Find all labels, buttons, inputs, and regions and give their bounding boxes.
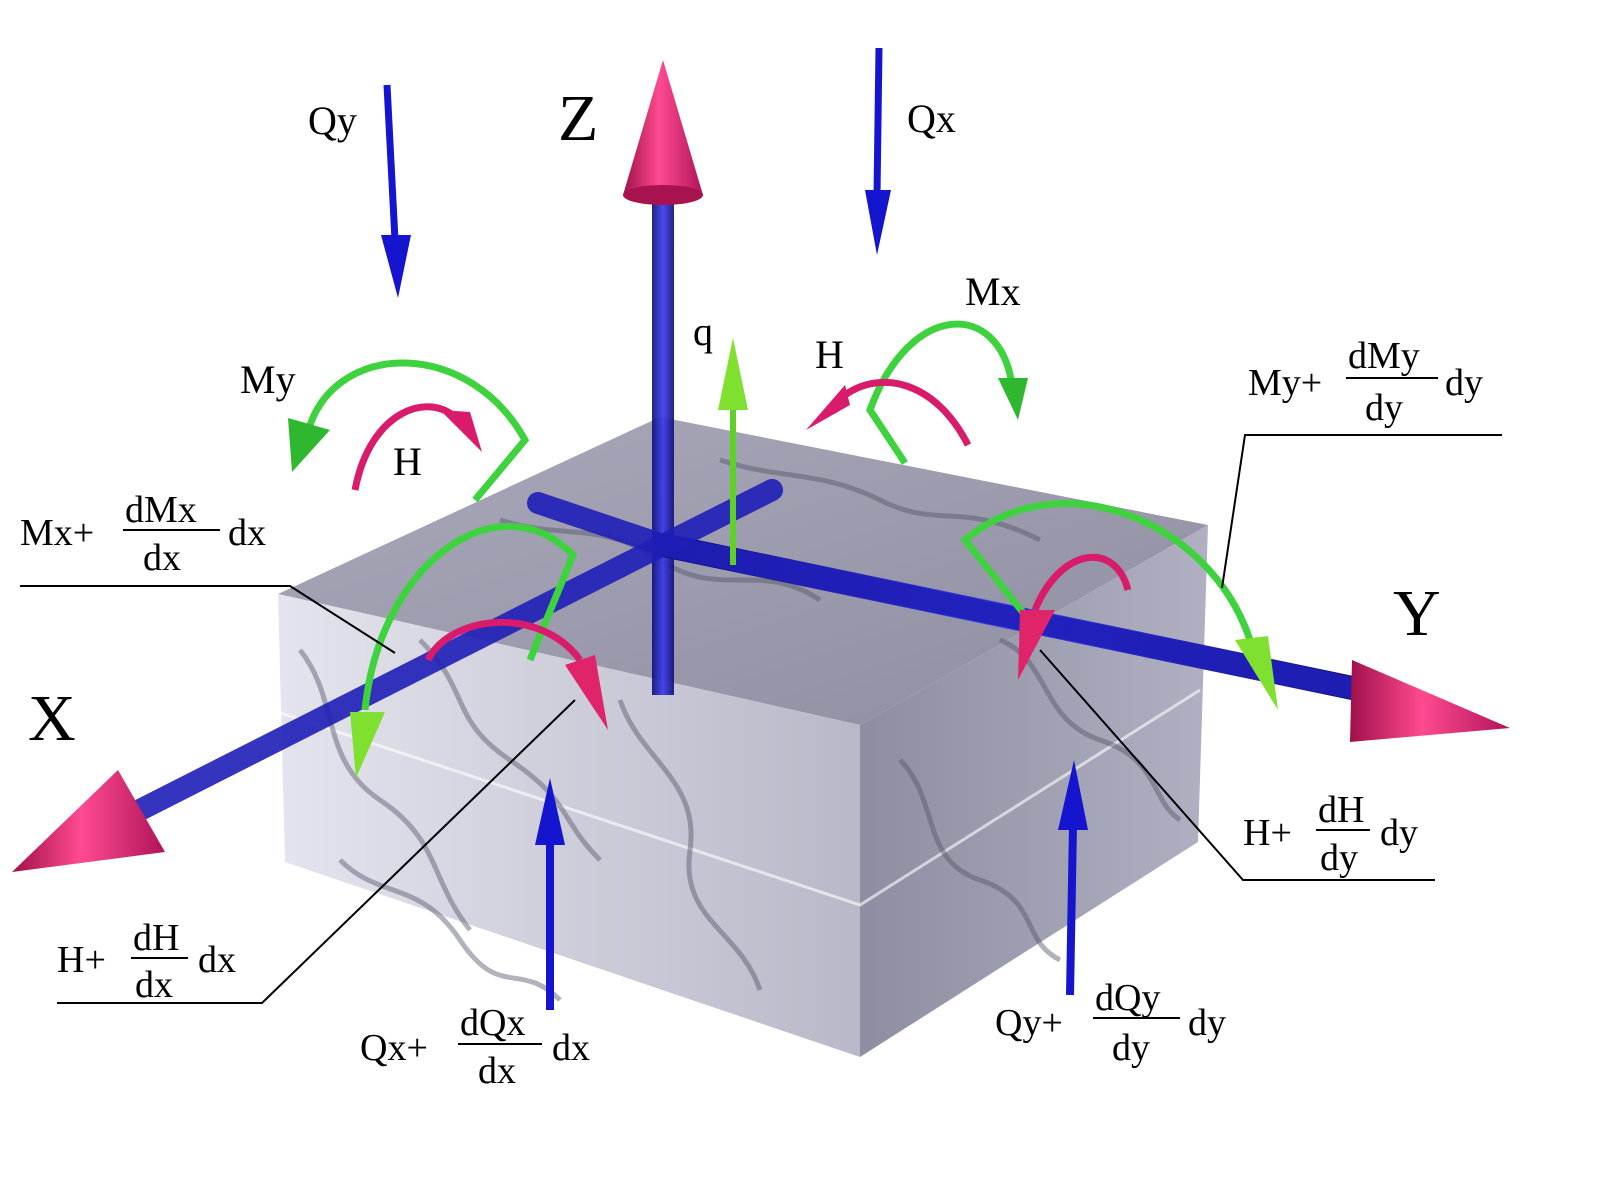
bending-moments bbox=[288, 320, 1278, 778]
expr-qy-dy-suffix: dy bbox=[1188, 1002, 1226, 1044]
expr-qy-dy-prefix: Qy+ bbox=[995, 1002, 1063, 1044]
expr-h-dy-denominator: dy bbox=[1320, 837, 1358, 879]
block-front-face bbox=[278, 594, 860, 1057]
y-axis-shaft-line bbox=[652, 534, 1373, 701]
h-twist-arrow-left bbox=[351, 403, 482, 491]
x-axis-shaft bbox=[119, 534, 674, 826]
axis-labels: Z Y X bbox=[28, 82, 1441, 755]
expr-mx-dx-numerator: dMx bbox=[125, 489, 197, 531]
z-axis-label: Z bbox=[558, 82, 598, 155]
y-axis-arrow-tip bbox=[1350, 660, 1510, 742]
expression-mx-dx: Mx+ dMx dx dx bbox=[20, 489, 266, 579]
qx-label: Qx bbox=[907, 96, 956, 141]
expr-qy-dy-numerator: dQy bbox=[1095, 977, 1160, 1019]
qy-arrow bbox=[381, 84, 411, 298]
expr-h-dy-prefix: H+ bbox=[1243, 812, 1292, 854]
my-moment-arrow bbox=[288, 359, 530, 503]
force-labels: Qy Qx q My Mx H H bbox=[240, 96, 1021, 484]
qy-label: Qy bbox=[308, 98, 357, 143]
expr-my-dy-prefix: My+ bbox=[1248, 362, 1322, 404]
expr-mx-dx-suffix: dx bbox=[228, 512, 266, 554]
z-axis-shaft bbox=[652, 195, 674, 695]
z-axis-cone-base bbox=[623, 185, 703, 205]
coordinate-axes bbox=[12, 60, 1510, 872]
z-axis-arrow-tip bbox=[623, 60, 703, 195]
h-dy-twist-arrow bbox=[1018, 553, 1132, 680]
qx-arrow bbox=[865, 47, 891, 255]
expr-mx-dx-prefix: Mx+ bbox=[20, 512, 94, 554]
expr-h-dx-prefix: H+ bbox=[57, 939, 106, 981]
expr-qx-dx-prefix: Qx+ bbox=[360, 1027, 428, 1069]
expr-my-dy-suffix: dy bbox=[1445, 362, 1483, 404]
leader-h-dx bbox=[57, 699, 576, 1004]
expr-h-dx-numerator: dH bbox=[133, 917, 179, 959]
my-dy-moment-arrow bbox=[960, 500, 1278, 710]
leader-lines bbox=[20, 434, 1502, 1004]
h-twist-arrow-right bbox=[806, 379, 972, 447]
qy-dy-arrow bbox=[1058, 760, 1088, 996]
h-label-right: H bbox=[815, 332, 844, 377]
expr-my-dy-denominator: dy bbox=[1365, 387, 1403, 429]
plate-element-block bbox=[277, 417, 1208, 1057]
leader-my-dy bbox=[1221, 434, 1502, 589]
block-mid-seam bbox=[277, 688, 1201, 907]
expression-h-dy: H+ dH dy dy bbox=[1243, 789, 1418, 879]
mx-label: Mx bbox=[965, 269, 1021, 314]
x-axis-arrow-tip bbox=[12, 770, 165, 872]
x-axis-label: X bbox=[28, 682, 76, 755]
expr-qy-dy-denominator: dy bbox=[1112, 1027, 1150, 1069]
expr-qx-dx-numerator: dQx bbox=[460, 1002, 525, 1044]
expr-h-dy-suffix: dy bbox=[1380, 812, 1418, 854]
q-label: q bbox=[693, 309, 713, 354]
mx-dx-moment-arrow bbox=[350, 522, 578, 778]
expr-h-dx-denominator: dx bbox=[135, 964, 173, 1006]
expr-my-dy-numerator: dMy bbox=[1348, 335, 1420, 377]
y-axis-label: Y bbox=[1393, 577, 1441, 650]
leader-mx-dx bbox=[20, 585, 396, 654]
x-axis-back-stub bbox=[652, 479, 783, 556]
h-dx-twist-arrow bbox=[424, 618, 608, 730]
expression-qx-dx: Qx+ dQx dx dx bbox=[360, 1002, 590, 1092]
y-axis-back-stub bbox=[527, 492, 674, 556]
leader-h-dy bbox=[1039, 649, 1435, 881]
expr-qx-dx-denominator: dx bbox=[478, 1050, 516, 1092]
my-label: My bbox=[240, 357, 296, 402]
expr-mx-dx-denominator: dx bbox=[143, 537, 181, 579]
block-right-face bbox=[860, 525, 1208, 1057]
mx-moment-arrow bbox=[866, 320, 1028, 465]
expr-qx-dx-suffix: dx bbox=[552, 1027, 590, 1069]
h-label-left: H bbox=[393, 439, 422, 484]
q-load-arrow bbox=[718, 338, 748, 565]
expression-h-dx: H+ dH dx dx bbox=[57, 917, 236, 1006]
qx-dx-arrow bbox=[535, 778, 565, 1010]
expr-h-dy-numerator: dH bbox=[1318, 789, 1364, 831]
expression-my-dy: My+ dMy dy dy bbox=[1248, 335, 1483, 429]
twisting-moments bbox=[351, 379, 1132, 730]
expr-h-dx-suffix: dx bbox=[198, 939, 236, 981]
expression-qy-dy: Qy+ dQy dy dy bbox=[995, 977, 1226, 1069]
shear-forces bbox=[381, 47, 1088, 1010]
